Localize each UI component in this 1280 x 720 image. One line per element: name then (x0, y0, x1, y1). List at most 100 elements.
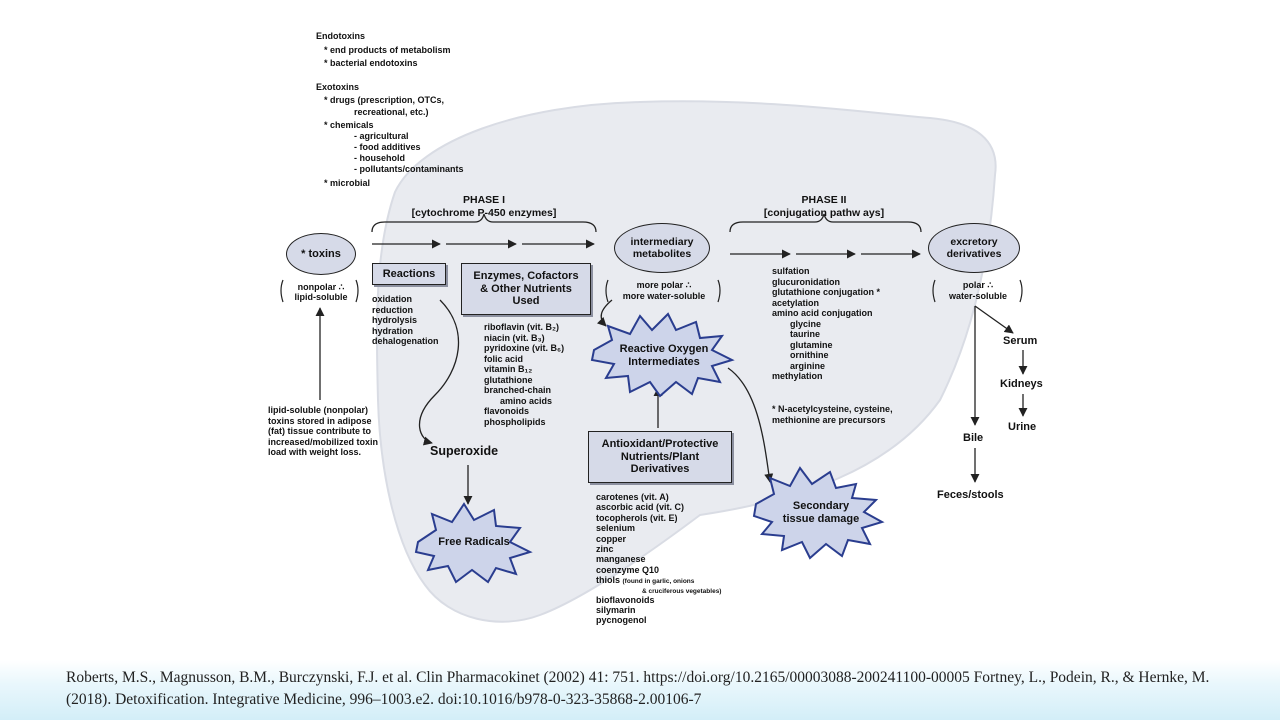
antioxidant-label: Antioxidant/Protective (601, 438, 719, 451)
excretory-node: excretory derivatives (928, 223, 1020, 273)
adipose-line: (fat) tissue contribute to (268, 426, 371, 436)
conjugation-item: glycine (790, 318, 822, 329)
enzymes-label: & Other Nutrients (480, 282, 572, 295)
secondary-label: Secondary tissue damage (766, 500, 876, 526)
intermediary-label: metabolites (632, 248, 692, 260)
reaction-item: reduction (372, 304, 414, 315)
endotoxins-item: * bacterial endotoxins (324, 58, 418, 68)
excretory-label: excretory (950, 236, 998, 248)
antioxidant-item: thiols (found in garlic, onions (596, 575, 721, 587)
conjugation-item: glutamine (790, 339, 833, 350)
adipose-note: lipid-soluble (nonpolar) toxins stored i… (268, 405, 378, 458)
conjugation-item: glucuronidation (772, 276, 840, 287)
enzyme-item: pyridoxine (vit. B₆) (484, 343, 565, 353)
enzyme-item: branched-chain (484, 385, 552, 395)
exotoxins-item: - household (354, 153, 405, 163)
phase2-title: PHASE II (801, 194, 847, 206)
enzyme-item: amino acids (500, 395, 553, 406)
enzymes-label: Used (512, 295, 540, 308)
phase2-subtitle: [conjugation pathw ays] (763, 207, 885, 219)
reactions-list: oxidation reduction hydrolysis hydration… (372, 294, 439, 347)
urine-label: Urine (1008, 421, 1037, 433)
enzyme-item: vitamin B₁₂ (484, 364, 533, 374)
antioxidant-item: coenzyme Q10 (596, 564, 660, 575)
phase1-title: PHASE I (462, 194, 505, 206)
antioxidant-label: Derivatives (630, 463, 690, 476)
ros-label: Reactive Oxygen Intermediates (604, 343, 724, 369)
conjugation-footnote: methionine are precursors (772, 415, 886, 425)
toxins-node: * toxins (286, 233, 356, 275)
thiols-note: (found in garlic, onions (622, 578, 695, 586)
exotoxins-item: * chemicals (324, 120, 374, 130)
reactions-label: Reactions (382, 268, 436, 280)
adipose-line: load with weight loss. (268, 447, 362, 457)
conjugation-item: taurine (790, 329, 821, 339)
antioxidant-item: silymarin (596, 605, 636, 616)
antioxidant-item: ascorbic acid (vit. C) (596, 502, 685, 513)
citation-footer (0, 660, 1280, 720)
conjugation-item: glutathione conjugation * (772, 287, 880, 297)
conjugation-item: arginine (790, 360, 826, 371)
enzyme-item: phospholipids (484, 416, 546, 427)
citation-text: Roberts, M.S., Magnusson, B.M., Burczyns… (66, 669, 1210, 708)
ros-burst (590, 312, 735, 398)
toxins-note: nonpolar ∴ (297, 282, 345, 292)
antioxidant-item: zinc (596, 544, 614, 555)
excretory-label: derivatives (946, 248, 1002, 260)
exotoxins-item: - food additives (354, 142, 421, 152)
antioxidant-box: Antioxidant/Protective Nutrients/Plant D… (588, 431, 732, 483)
exotoxins-item: recreational, etc.) (354, 107, 429, 117)
exotoxins-item: - agricultural (354, 131, 409, 141)
conjugation-footnote: * N-acetylcysteine, cysteine, (772, 404, 893, 414)
reaction-item: oxidation (372, 294, 412, 304)
antioxidant-item: carotenes (vit. A) (596, 492, 669, 502)
enzymes-label: Enzymes, Cofactors (473, 270, 579, 283)
conjugation-item: ornithine (790, 350, 829, 360)
exotoxins-title: Exotoxins (316, 82, 360, 92)
intermediary-node: intermediary metabolites (614, 223, 710, 273)
reactions-box: Reactions (372, 263, 446, 285)
adipose-line: increased/mobilized toxin (268, 436, 379, 447)
thiols-note: & cruciferous vegetables) (642, 587, 722, 595)
antioxidant-item: tocopherols (vit. E) (596, 512, 678, 523)
reaction-item: hydrolysis (372, 315, 418, 325)
enzyme-item: niacin (vit. B₃) (484, 332, 545, 343)
exotoxins-item: * drugs (prescription, OTCs, (324, 95, 445, 105)
kidneys-label: Kidneys (1000, 378, 1043, 390)
antioxidant-item: bioflavonoids (596, 594, 655, 605)
conjugation-list: sulfation glucuronidation glutathione co… (772, 266, 880, 382)
thiols-label: thiols (596, 575, 620, 586)
feces-label: Feces/stools (937, 489, 1004, 501)
antioxidant-item: pycnogenol (596, 615, 647, 626)
phase1-subtitle: [cytochrome P-450 enzymes] (411, 207, 557, 219)
conjugation-item: acetylation (772, 297, 820, 308)
intermediary-note: more polar ∴ (636, 280, 692, 290)
toxins-label: * toxins (301, 248, 341, 260)
diagram-graphics (280, 100, 1028, 623)
enzymes-list: riboflavin (vit. B₂) niacin (vit. B₃) py… (484, 322, 564, 427)
reaction-item: dehalogenation (372, 336, 439, 346)
antioxidant-item: copper (596, 533, 627, 544)
antioxidant-label: Nutrients/Plant (620, 450, 700, 463)
intermediary-note: more water-soluble (622, 291, 706, 301)
enzyme-item: glutathione (484, 374, 533, 385)
secondary-burst (752, 466, 885, 560)
free-radicals-label: Free Radicals (438, 536, 510, 548)
antioxidant-item: manganese (596, 554, 646, 565)
bile-label: Bile (963, 432, 984, 444)
ros-label-line: Intermediates (628, 356, 700, 368)
endotoxins-item: * end products of metabolism (324, 45, 451, 55)
exotoxins-item: - pollutants/contaminants (354, 164, 464, 174)
toxins-note: lipid-soluble (294, 292, 348, 302)
ros-label-line: Reactive Oxygen (619, 343, 709, 355)
excretory-note: water-soluble (948, 291, 1007, 301)
intermediary-label: intermediary (630, 236, 694, 248)
serum-label: Serum (1003, 335, 1038, 347)
endotoxins-title: Endotoxins (316, 31, 365, 41)
superoxide-label: Superoxide (430, 444, 499, 458)
secondary-label-line: Secondary (792, 500, 850, 512)
free-radicals-burst (414, 502, 533, 584)
adipose-line: lipid-soluble (nonpolar) (268, 405, 368, 415)
secondary-label-line: tissue damage (782, 513, 860, 525)
conjugation-item: amino acid conjugation (772, 308, 873, 318)
